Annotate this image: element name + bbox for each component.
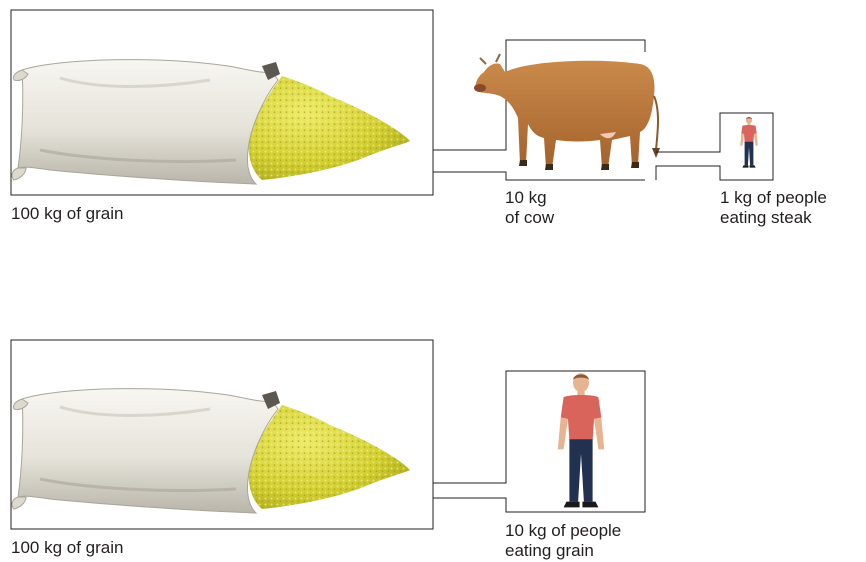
connector-line xyxy=(433,371,645,512)
cow-label-line2: of cow xyxy=(505,208,554,228)
people-grain-label: 10 kg of people eating grain xyxy=(505,521,621,561)
cow-icon xyxy=(474,54,660,170)
grain-sack-icon xyxy=(12,60,410,184)
connector-line xyxy=(433,172,645,180)
meat-chain xyxy=(11,10,773,195)
people-steak-label-line2: eating steak xyxy=(720,208,827,228)
people-grain-label-line2: eating grain xyxy=(505,541,621,561)
grain-sack-icon xyxy=(12,389,410,513)
people-grain-label-line1: 10 kg of people xyxy=(505,521,621,541)
connector-line xyxy=(656,113,773,180)
grain-label-top: 100 kg of grain xyxy=(11,204,123,224)
person-icon xyxy=(740,117,758,168)
grain-label-bottom: 100 kg of grain xyxy=(11,538,123,558)
person-icon xyxy=(558,373,604,507)
people-steak-label-line1: 1 kg of people xyxy=(720,188,827,208)
cow-label: 10 kg of cow xyxy=(505,188,554,228)
cow-label-line1: 10 kg xyxy=(505,188,554,208)
grain-chain xyxy=(11,340,645,529)
people-steak-label: 1 kg of people eating steak xyxy=(720,188,827,228)
